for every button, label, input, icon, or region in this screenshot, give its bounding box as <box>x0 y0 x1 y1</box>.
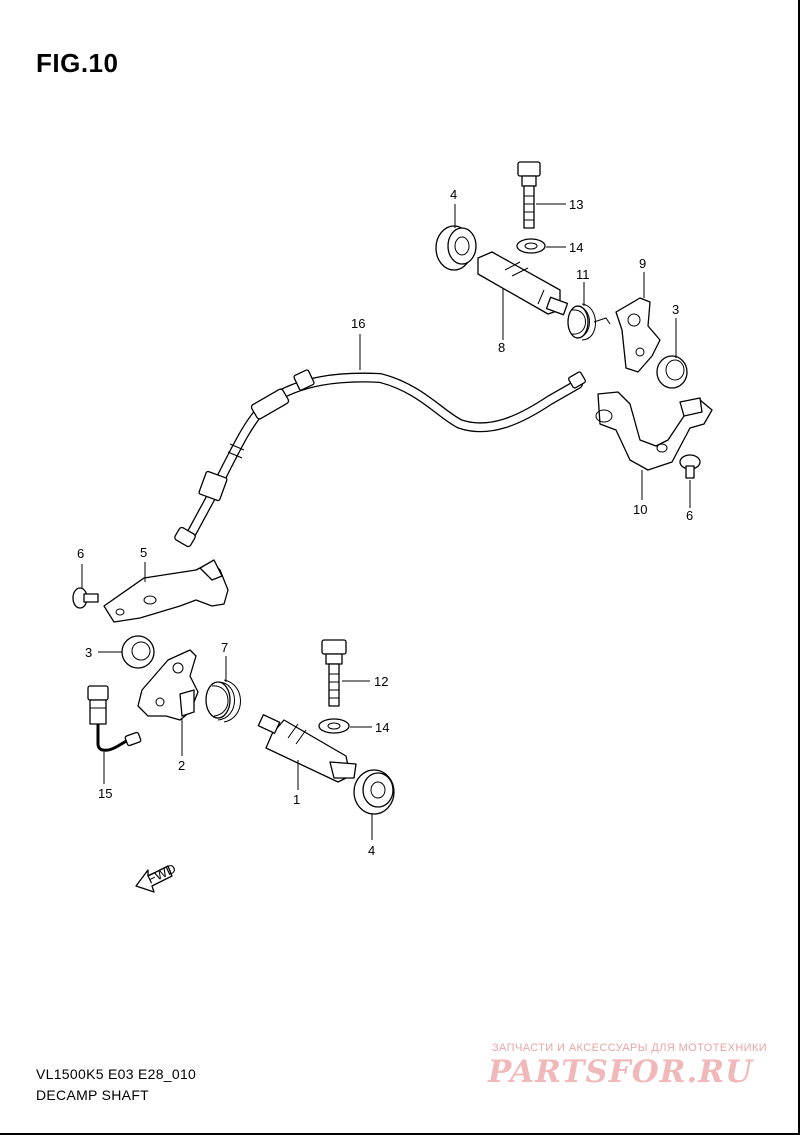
part-3-collar-left[interactable] <box>121 635 155 669</box>
callout-13[interactable]: 13 <box>569 197 583 212</box>
part-3-collar-right[interactable] <box>656 355 688 389</box>
part-12-bolt[interactable] <box>321 639 347 707</box>
callout-4-top[interactable]: 4 <box>450 187 457 202</box>
callout-1[interactable]: 1 <box>293 792 300 807</box>
figure-title: FIG.10 <box>36 48 119 78</box>
part-2-lever-plate[interactable] <box>137 649 199 721</box>
model-code: VL1500K5 E03 E28_010 <box>36 1066 197 1082</box>
part-9-lever-plate[interactable] <box>615 297 661 373</box>
part-15-switch-wire[interactable] <box>87 685 142 752</box>
callout-2[interactable]: 2 <box>178 758 185 773</box>
callout-7[interactable]: 7 <box>221 640 228 655</box>
part-14-washer-bottom[interactable] <box>318 718 350 734</box>
callout-10[interactable]: 10 <box>633 502 647 517</box>
part-11-spring-upper[interactable] <box>567 303 611 341</box>
part-1-decomp-shaft[interactable] <box>257 714 357 783</box>
part-10-cable-bracket[interactable] <box>595 391 713 471</box>
part-4-oil-seal-bottom[interactable] <box>353 769 395 815</box>
part-13-bolt[interactable] <box>517 161 541 229</box>
part-8-decomp-shaft[interactable] <box>477 251 569 316</box>
callout-15[interactable]: 15 <box>98 786 112 801</box>
callout-3-right[interactable]: 3 <box>672 302 679 317</box>
watermark-tagline: ЗАПЧАСТИ И АКСЕССУАРЫ ДЛЯ МОТОТЕХНИКИ <box>492 1042 768 1054</box>
part-5-cable-lever[interactable] <box>103 559 229 623</box>
part-7-spring-lower[interactable] <box>205 679 241 723</box>
callout-6-right[interactable]: 6 <box>686 508 693 523</box>
part-14-washer-top[interactable] <box>516 238 546 254</box>
watermark-brand: PARTSFOR.RU <box>488 1054 754 1090</box>
callout-4-bottom[interactable]: 4 <box>368 843 375 858</box>
callout-11[interactable]: 11 <box>576 267 590 282</box>
callout-14-bottom[interactable]: 14 <box>375 720 389 735</box>
callout-3-left[interactable]: 3 <box>85 645 92 660</box>
callout-5[interactable]: 5 <box>140 545 147 560</box>
part-6-screw-right[interactable] <box>679 454 701 479</box>
callout-labels: 4 13 14 11 9 3 8 16 10 6 6 5 3 7 12 14 2… <box>77 187 693 858</box>
section-name: DECAMP SHAFT <box>36 1087 150 1103</box>
fwd-label: FWD <box>145 861 178 887</box>
part-16-decomp-cable[interactable] <box>174 369 586 548</box>
callout-14-top[interactable]: 14 <box>569 240 583 255</box>
callout-9[interactable]: 9 <box>639 256 646 271</box>
callout-16[interactable]: 16 <box>351 316 365 331</box>
callout-12[interactable]: 12 <box>374 674 388 689</box>
part-4-oil-seal-top[interactable] <box>435 225 477 271</box>
callout-8[interactable]: 8 <box>498 340 505 355</box>
callout-6-left[interactable]: 6 <box>77 546 84 561</box>
fwd-arrow: FWD <box>135 861 178 893</box>
part-6-screw-left[interactable] <box>72 587 99 609</box>
